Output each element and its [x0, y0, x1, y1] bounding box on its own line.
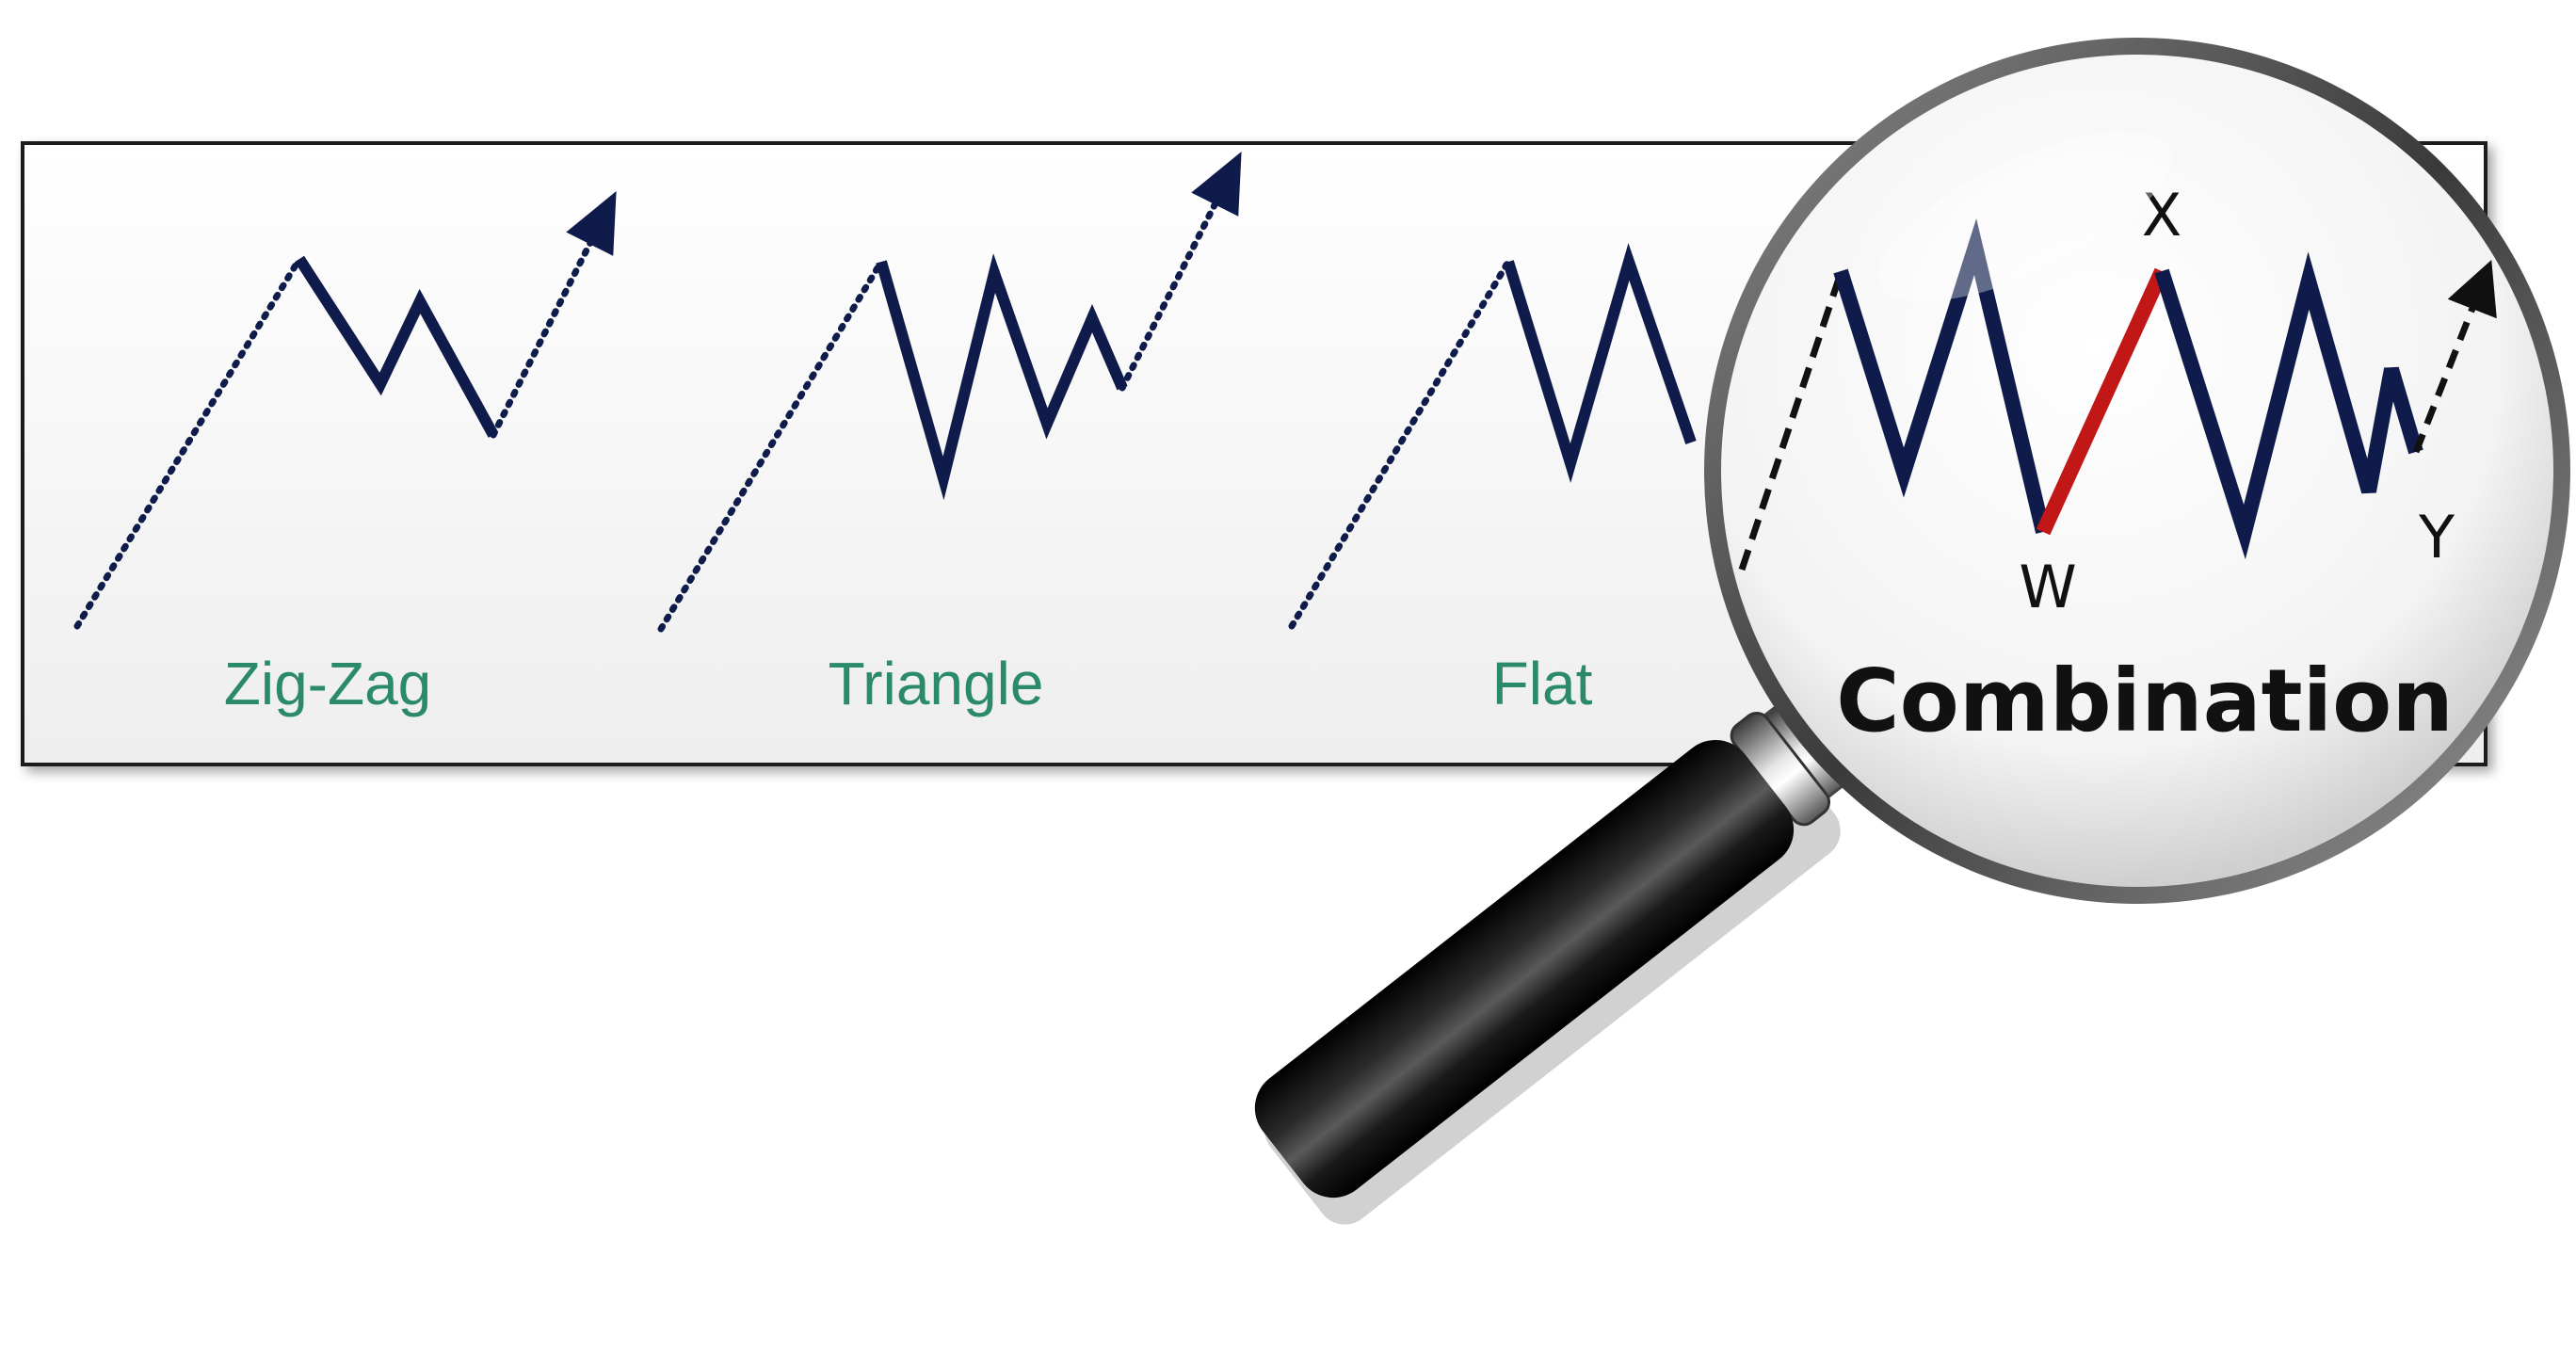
triangle-label: Triangle — [829, 650, 1044, 717]
combination-x-connector — [2036, 267, 2169, 536]
zigzag-exit-dotted-arrow — [490, 190, 617, 439]
lens-glare — [1876, 131, 2172, 302]
lens-glass — [1721, 55, 2553, 887]
magnifier-lens: W X Y Combination — [1704, 38, 2570, 904]
triangle-pattern: Triangle — [657, 152, 1242, 717]
triangle-exit-dotted-arrow — [1119, 152, 1242, 392]
zigzag-wave — [294, 255, 499, 438]
flat-pattern: Flat — [1288, 243, 1697, 717]
combination-w-wave — [1833, 218, 2051, 534]
combination-lead-in-dashed — [1738, 271, 1844, 571]
point-label-x: X — [2142, 181, 2182, 249]
handle-grip — [1254, 739, 1795, 1199]
zigzag-lead-in-dotted — [73, 255, 303, 630]
zigzag-label: Zig-Zag — [224, 650, 432, 717]
point-label-w: W — [2019, 553, 2076, 621]
flat-lead-in-dotted — [1288, 258, 1512, 630]
flat-wave — [1503, 243, 1697, 483]
flat-label: Flat — [1492, 650, 1593, 717]
point-label-y: Y — [2418, 503, 2455, 571]
zigzag-pattern: Zig-Zag — [73, 190, 617, 717]
triangle-wave — [876, 253, 1128, 501]
triangle-lead-in-dotted — [657, 258, 885, 633]
combination-label: Combination — [1836, 651, 2454, 751]
combination-y-wave — [2154, 251, 2423, 560]
